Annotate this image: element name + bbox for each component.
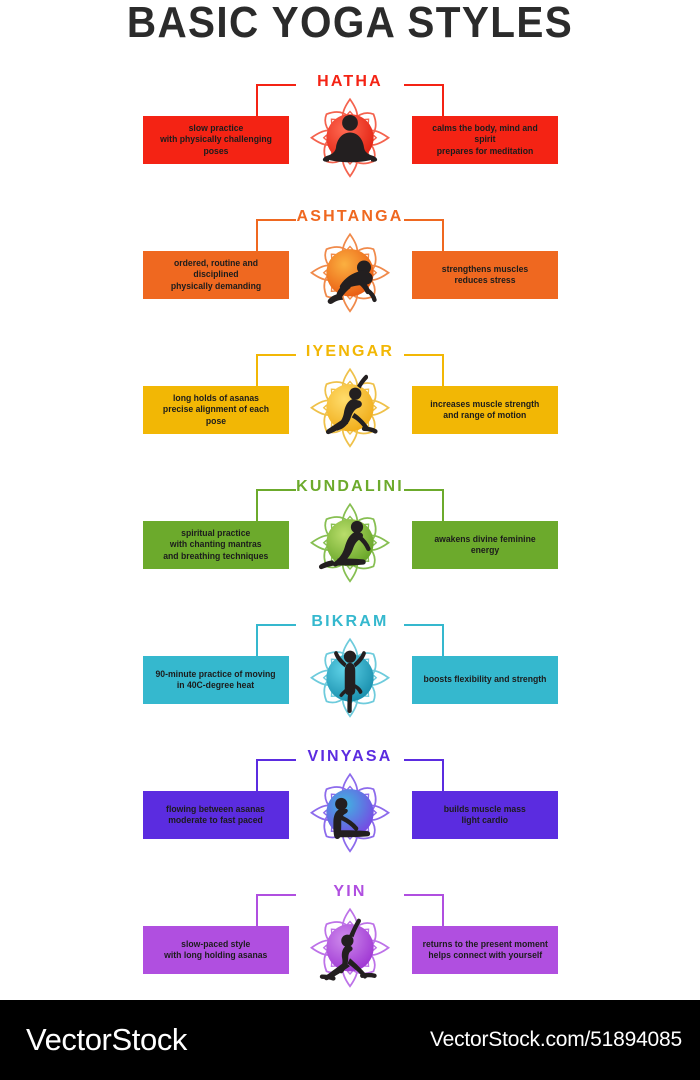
style-benefits-right: calms the body, mind and spirit prepares… <box>432 122 538 156</box>
style-description-left: ordered, routine and disciplined physica… <box>170 257 262 291</box>
style-benefits-right: increases muscle strength and range of m… <box>430 398 540 421</box>
style-benefits-box-right[interactable]: builds muscle mass light cardio <box>412 791 558 839</box>
style-name-label: YIN <box>333 883 367 900</box>
yoga-style-row: BIKRAM 90-minute practice of moving in 4… <box>0 610 700 745</box>
yoga-style-row: VINYASA flowing between asanas moderate … <box>0 745 700 880</box>
yoga-style-row: ASHTANGA ordered, routine and discipline… <box>0 205 700 340</box>
style-description-box-left[interactable]: slow practice with physically challengin… <box>143 116 289 164</box>
style-description-box-left[interactable]: ordered, routine and disciplined physica… <box>143 251 289 299</box>
style-description-left: slow practice with physically challengin… <box>160 122 272 156</box>
yoga-style-row: IYENGAR long holds of asanas precise ali… <box>0 340 700 475</box>
style-benefits-box-right[interactable]: awakens divine feminine energy <box>412 521 558 569</box>
style-benefits-right: returns to the present moment helps conn… <box>422 938 548 961</box>
style-description-box-left[interactable]: flowing between asanas moderate to fast … <box>143 791 289 839</box>
style-description-box-left[interactable]: slow-paced style with long holding asana… <box>143 926 289 974</box>
style-benefits-box-right[interactable]: boosts flexibility and strength <box>412 656 558 704</box>
style-name-label: HATHA <box>317 73 383 90</box>
lotus-chakra-icon <box>306 94 394 192</box>
yoga-style-row: HATHA slow practice with physically chal… <box>0 70 700 205</box>
style-description-left: spiritual practice with chanting mantras… <box>163 527 269 561</box>
style-description-left: 90-minute practice of moving in 40C-degr… <box>155 668 277 691</box>
style-name-label: VINYASA <box>307 748 393 765</box>
page-title: BASIC YOGA STYLES <box>126 0 574 47</box>
lotus-chakra-icon <box>306 634 394 732</box>
style-description-left: long holds of asanas precise alignment o… <box>162 392 270 426</box>
footer-bar: VectorStock VectorStock.com/51894085 <box>0 1000 700 1080</box>
vectorstock-url: VectorStock.com/51894085 <box>429 1028 682 1051</box>
style-description-box-left[interactable]: spiritual practice with chanting mantras… <box>143 521 289 569</box>
lotus-chakra-icon <box>306 364 394 462</box>
style-name-label: KUNDALINI <box>296 478 404 495</box>
style-description-left: flowing between asanas moderate to fast … <box>166 803 266 826</box>
lotus-chakra-icon <box>306 499 394 597</box>
style-name-label: BIKRAM <box>311 613 389 630</box>
yoga-style-row: YIN slow-paced style with long holding a… <box>0 880 700 1015</box>
style-benefits-right: boosts flexibility and strength <box>423 674 547 685</box>
lotus-chakra-icon <box>306 769 394 867</box>
style-benefits-box-right[interactable]: returns to the present moment helps conn… <box>412 926 558 974</box>
lotus-chakra-icon <box>306 229 394 327</box>
style-benefits-box-right[interactable]: calms the body, mind and spirit prepares… <box>412 116 558 164</box>
style-name-label: IYENGAR <box>305 343 395 360</box>
yoga-style-row: KUNDALINI spiritual practice with chanti… <box>0 475 700 610</box>
style-benefits-right: strengthens muscles reduces stress <box>441 263 529 286</box>
style-description-left: slow-paced style with long holding asana… <box>164 938 268 961</box>
style-benefits-box-right[interactable]: strengthens muscles reduces stress <box>412 251 558 299</box>
style-description-box-left[interactable]: 90-minute practice of moving in 40C-degr… <box>143 656 289 704</box>
style-name-label: ASHTANGA <box>296 208 404 225</box>
style-benefits-right: builds muscle mass light cardio <box>443 803 527 826</box>
style-benefits-box-right[interactable]: increases muscle strength and range of m… <box>412 386 558 434</box>
lotus-chakra-icon <box>306 904 394 1002</box>
vectorstock-logo: VectorStock <box>26 1022 188 1057</box>
style-benefits-right: awakens divine feminine energy <box>434 533 536 556</box>
style-description-box-left[interactable]: long holds of asanas precise alignment o… <box>143 386 289 434</box>
